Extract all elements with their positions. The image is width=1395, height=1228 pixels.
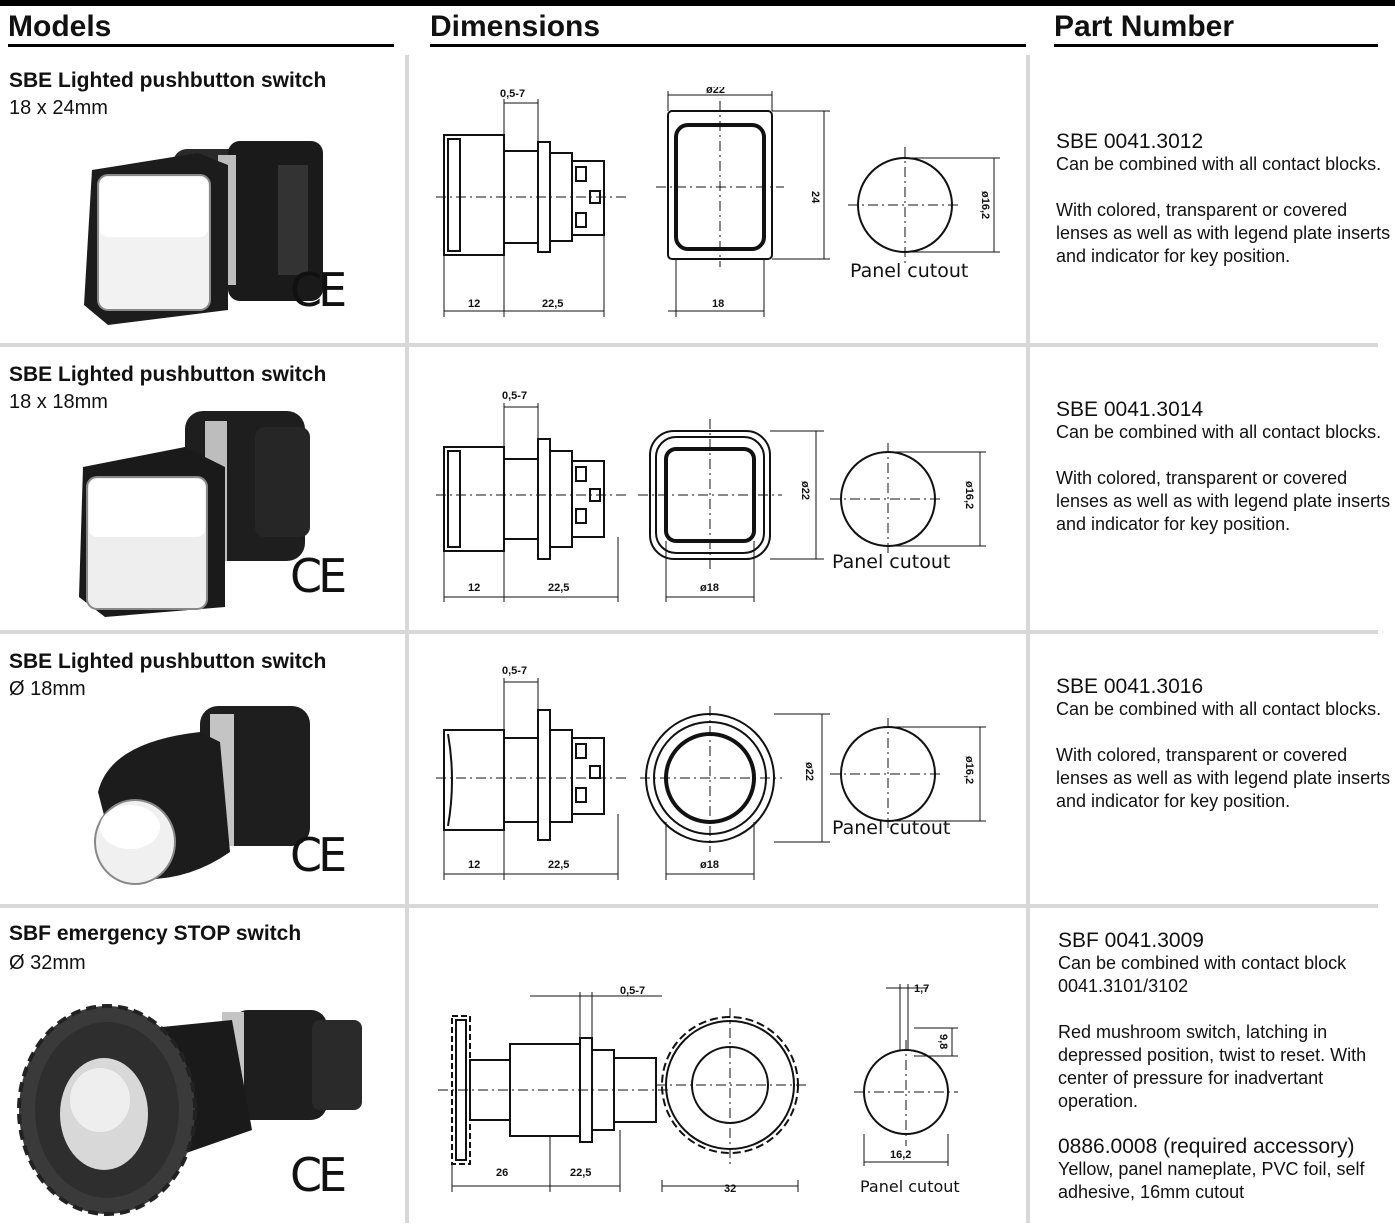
dim-label: 22,5 xyxy=(548,582,569,594)
header-underline xyxy=(8,44,394,47)
model-name: SBE Lighted pushbutton switch xyxy=(9,363,327,386)
panel-cutout-label: Panel cutout xyxy=(832,817,950,839)
row-divider xyxy=(0,904,1378,908)
ce-mark: CE xyxy=(290,263,347,317)
row-divider xyxy=(0,630,1378,634)
accessory-part-number: 0886.0008 (required accessory) xyxy=(1058,1135,1355,1158)
dimension-drawing: 0,5-7 ø22 ø16,2 12 22,5 ø18 Panel cutout xyxy=(430,650,1010,885)
part-number: SBE 0041.3014 xyxy=(1056,398,1204,421)
dim-label: ø22 xyxy=(799,481,811,500)
dim-label: 32 xyxy=(724,1183,736,1195)
dim-label: 16,2 xyxy=(890,1149,911,1161)
part-number: SBF 0041.3009 xyxy=(1058,929,1204,952)
part-info: SBF 0041.3009 Can be combined with conta… xyxy=(1058,930,1393,1204)
part-compat-note: Can be combined with all contact blocks. xyxy=(1056,154,1382,174)
part-description: Red mushroom switch, latching in depress… xyxy=(1058,1022,1367,1111)
ce-mark: CE xyxy=(290,828,347,882)
header-underline xyxy=(1054,44,1378,47)
part-info: SBE 0041.3016 Can be combined with all c… xyxy=(1056,676,1391,813)
model-size: Ø 32mm xyxy=(9,952,86,974)
dim-label: 0,5-7 xyxy=(502,390,527,402)
panel-cutout-label: Panel cutout xyxy=(850,260,968,282)
dim-label: ø22 xyxy=(706,87,725,96)
column-header-models: Models xyxy=(8,10,112,43)
dim-label: ø16,2 xyxy=(963,481,975,509)
ce-mark: CE xyxy=(290,549,347,603)
model-name: SBF emergency STOP switch xyxy=(9,922,302,945)
dim-label: ø18 xyxy=(700,582,719,594)
column-header-part-number: Part Number xyxy=(1054,10,1235,43)
dim-label: 22,5 xyxy=(570,1167,591,1179)
product-photo xyxy=(12,990,372,1225)
part-number: SBE 0041.3016 xyxy=(1056,675,1204,698)
dim-label: 0,5-7 xyxy=(502,665,527,677)
part-description: With colored, transparent or covered len… xyxy=(1056,745,1391,811)
dim-label: 18 xyxy=(712,298,724,310)
product-row: SBF emergency STOP switch Ø 32mm CE xyxy=(0,908,1395,1228)
column-divider xyxy=(1026,55,1030,1223)
model-name: SBE Lighted pushbutton switch xyxy=(9,69,327,92)
dim-label: 0,5-7 xyxy=(500,88,525,100)
model-size: Ø 18mm xyxy=(9,678,86,700)
product-row: SBE Lighted pushbutton switch 18 x 24mm … xyxy=(0,55,1395,343)
part-compat-note: Can be combined with all contact blocks. xyxy=(1056,699,1382,719)
part-info: SBE 0041.3014 Can be combined with all c… xyxy=(1056,399,1391,536)
panel-cutout-label: Panel cutout xyxy=(860,1177,960,1195)
dim-label: 1,7 xyxy=(914,983,929,995)
part-description: With colored, transparent or covered len… xyxy=(1056,200,1391,266)
row-divider xyxy=(0,343,1378,347)
part-number: SBE 0041.3012 xyxy=(1056,130,1204,153)
dim-label: ø22 xyxy=(803,762,815,781)
dim-label: 12 xyxy=(468,582,480,594)
column-header-dimensions: Dimensions xyxy=(430,10,601,43)
dim-label: 26 xyxy=(496,1167,508,1179)
panel-cutout-label: Panel cutout xyxy=(832,551,950,573)
dim-label: 9,8 xyxy=(937,1034,949,1049)
dim-label: 0,5-7 xyxy=(620,985,645,997)
product-photo xyxy=(80,702,340,897)
product-row: SBE Lighted pushbutton switch Ø 18mm CE xyxy=(0,634,1395,904)
model-size: 18 x 24mm xyxy=(9,97,108,119)
column-divider xyxy=(405,55,409,1223)
part-description: With colored, transparent or covered len… xyxy=(1056,468,1391,534)
dimension-drawing: 0,5-7 ø22 24 ø16,2 12 22,5 18 Panel cuto… xyxy=(430,87,1010,322)
dim-label: 12 xyxy=(468,859,480,871)
dimension-drawing: 0,5-7 1,7 9,8 26 22,5 32 16,2 Panel cuto… xyxy=(430,980,1010,1195)
dim-label: ø16,2 xyxy=(963,756,975,784)
dim-label: ø16,2 xyxy=(979,191,991,219)
dim-label: 22,5 xyxy=(542,298,563,310)
part-compat-note: Can be combined with all contact blocks. xyxy=(1056,422,1382,442)
dim-label: 24 xyxy=(809,191,821,204)
model-name: SBE Lighted pushbutton switch xyxy=(9,650,327,673)
top-rule xyxy=(0,0,1395,6)
dimension-drawing: 0,5-7 ø22 ø16,2 12 22,5 ø18 Panel cutout xyxy=(430,367,1010,607)
accessory-description: Yellow, panel nameplate, PVC foil, self … xyxy=(1058,1159,1365,1202)
ce-mark: CE xyxy=(290,1148,347,1202)
dim-label: 22,5 xyxy=(548,859,569,871)
dim-label: ø18 xyxy=(700,859,719,871)
dim-label: 12 xyxy=(468,298,480,310)
product-photo xyxy=(75,407,355,627)
product-row: SBE Lighted pushbutton switch 18 x 18mm … xyxy=(0,347,1395,630)
part-info: SBE 0041.3012 Can be combined with all c… xyxy=(1056,131,1391,268)
header-underline xyxy=(430,44,1026,47)
product-photo xyxy=(78,135,358,340)
model-size: 18 x 18mm xyxy=(9,391,108,413)
part-compat-note: Can be combined with contact block 0041.… xyxy=(1058,953,1347,996)
